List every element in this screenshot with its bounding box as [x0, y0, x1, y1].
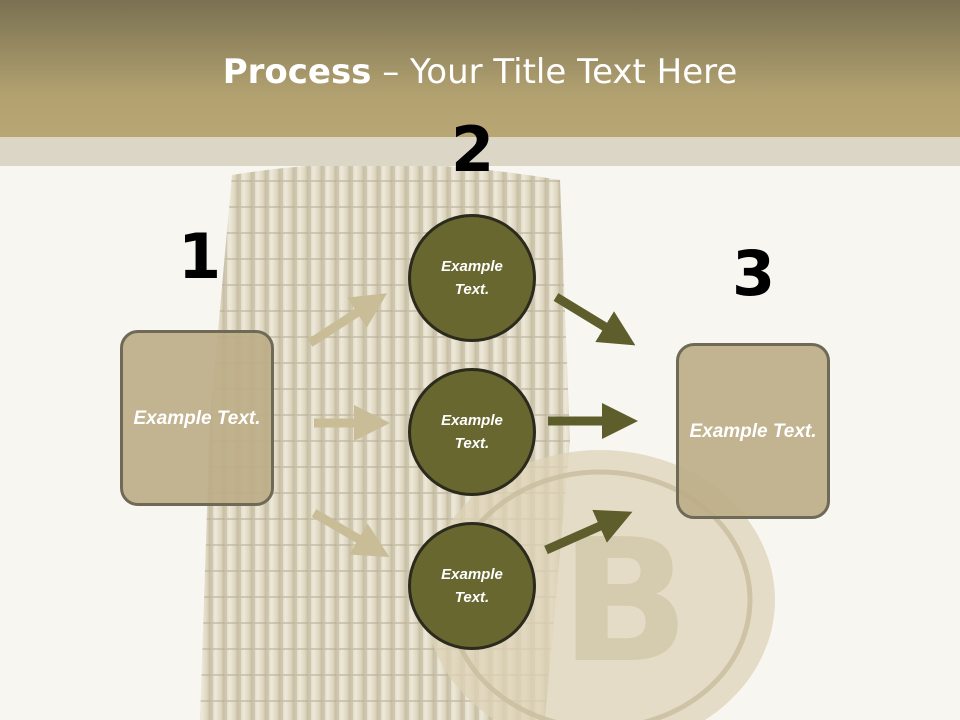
step-number-2: 2	[451, 113, 495, 186]
step-2-text-middle: Example Text.	[441, 412, 503, 452]
step-2-circle-bottom: Example Text.	[408, 522, 536, 650]
step-3-text: Example Text.	[689, 420, 817, 442]
step-2-text-bottom: Example Text.	[441, 566, 503, 606]
step-2-circle-top: Example Text.	[408, 214, 536, 342]
title-bar-band	[0, 137, 960, 166]
step-1-text: Example Text.	[133, 407, 261, 429]
step-2-text-top: Example Text.	[441, 258, 503, 298]
arrow-top-to-3	[553, 293, 636, 346]
step-number-1: 1	[178, 220, 222, 293]
slide-title: Process – Your Title Text Here	[0, 52, 960, 92]
arrow-bottom-to-3	[544, 509, 633, 555]
title-rest: – Your Title Text Here	[371, 52, 738, 92]
step-3-box: Example Text.	[676, 343, 830, 519]
arrow-1-to-top	[307, 293, 388, 347]
arrow-1-to-bottom	[311, 509, 390, 558]
title-bar	[0, 0, 960, 137]
title-bold: Process	[222, 52, 372, 92]
step-1-box: Example Text.	[120, 330, 274, 506]
step-number-3: 3	[732, 237, 776, 310]
step-2-circle-middle: Example Text.	[408, 368, 536, 496]
